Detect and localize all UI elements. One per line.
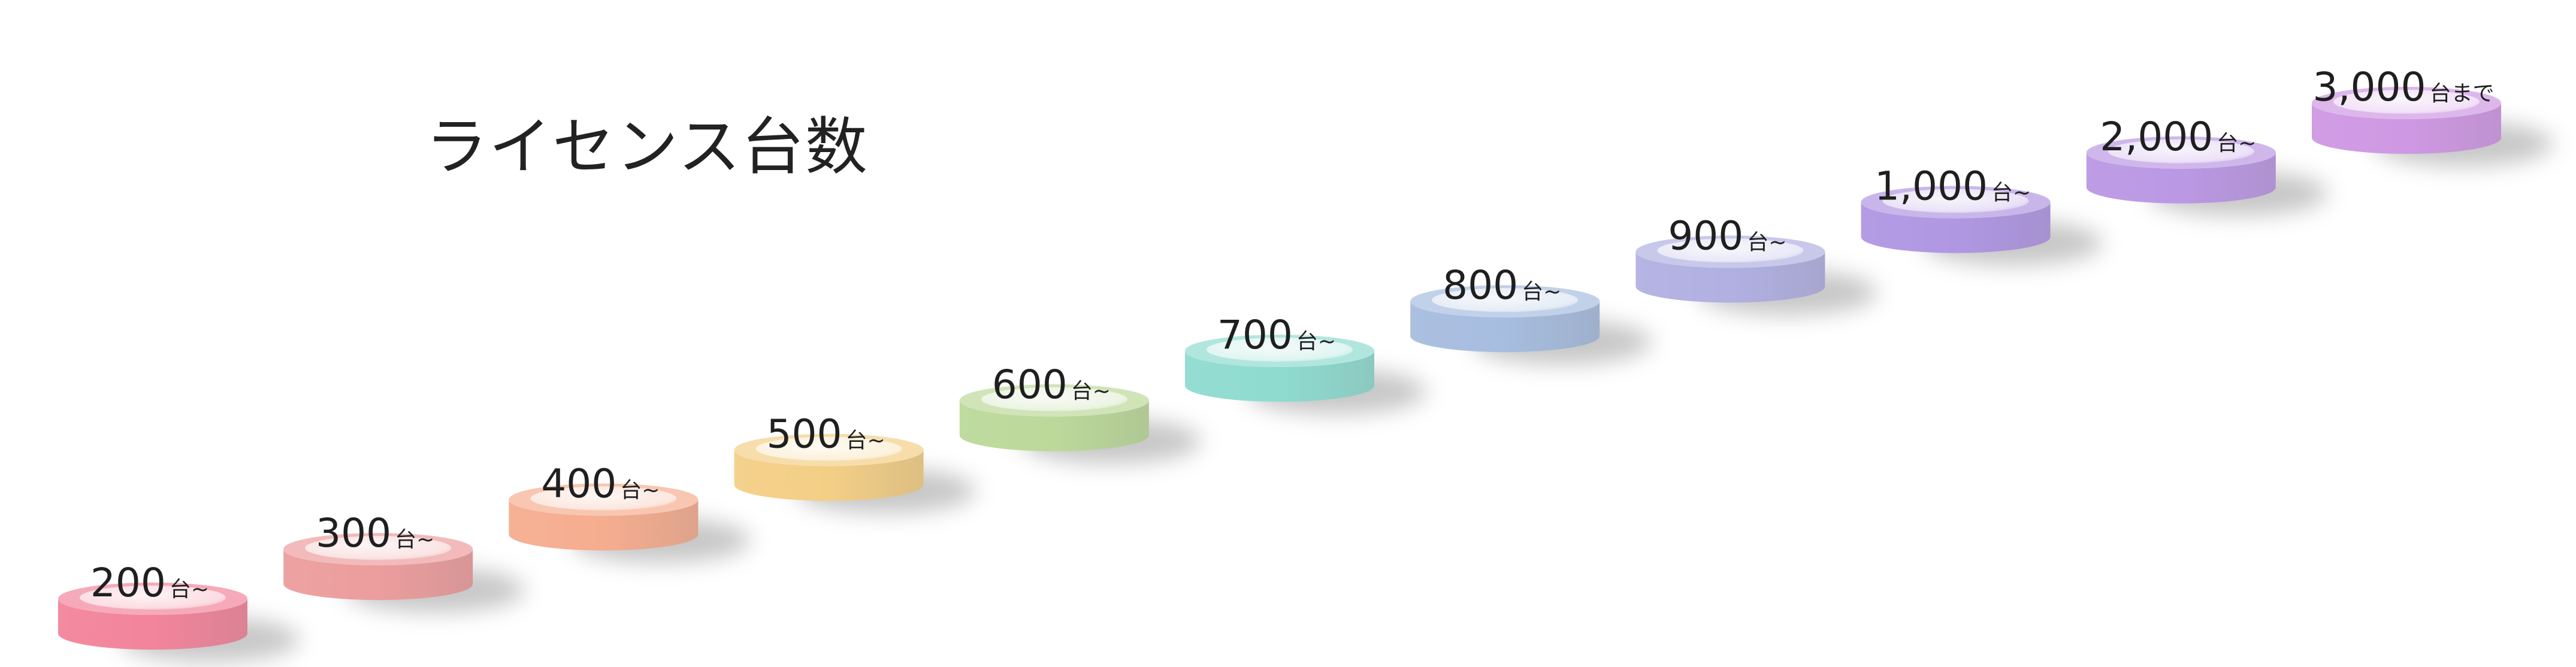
- step-suffix: 台~: [395, 527, 434, 552]
- step-top-face: [755, 436, 902, 461]
- step-suffix: 台~: [1071, 379, 1111, 404]
- step-value: 3,000: [2313, 64, 2426, 110]
- page-title: ライセンス台数: [425, 110, 869, 183]
- step-top-face: [2333, 90, 2480, 114]
- step-value: 600: [992, 362, 1068, 408]
- step-side: [1410, 301, 1600, 353]
- step-side: [1185, 351, 1374, 402]
- step-top-face: [305, 536, 452, 560]
- step-side: [509, 499, 699, 551]
- step-value: 800: [1443, 262, 1518, 308]
- step-side: [1861, 202, 2051, 253]
- step-suffix: 台まで: [2429, 81, 2494, 106]
- step-top-face: [1207, 338, 1353, 362]
- step-side: [2312, 103, 2501, 154]
- step-top-face: [2108, 139, 2254, 163]
- step-suffix: 台~: [1296, 329, 1336, 354]
- step-value: 400: [541, 460, 616, 507]
- step-suffix: 台~: [170, 577, 209, 602]
- step-suffix: 台~: [1991, 181, 2031, 205]
- step-top-face: [80, 586, 226, 610]
- step-value: 900: [1668, 213, 1743, 259]
- step-top-face: [1657, 238, 1804, 263]
- step-value: 500: [767, 411, 842, 457]
- step-top-face: [981, 387, 1127, 411]
- step-value: 300: [316, 510, 391, 556]
- step-value: 200: [90, 560, 166, 606]
- step-top-face: [530, 486, 677, 511]
- step-side: [2086, 152, 2276, 204]
- step-suffix: 台~: [1747, 230, 1786, 254]
- step-suffix: 台~: [846, 429, 885, 453]
- step-side: [283, 549, 473, 601]
- step-value: 1,000: [1874, 163, 1988, 210]
- step-side: [1635, 251, 1825, 303]
- step-side: [959, 400, 1149, 451]
- step-value: 700: [1217, 312, 1293, 358]
- step-side: [58, 599, 247, 650]
- step-suffix: 台~: [2217, 131, 2256, 156]
- step-top-face: [1882, 189, 2029, 213]
- step-value: 2,000: [2100, 114, 2213, 160]
- step-side: [734, 450, 924, 501]
- step-suffix: 台~: [1522, 280, 1561, 304]
- step-top-face: [1432, 288, 1579, 313]
- step-suffix: 台~: [620, 478, 660, 502]
